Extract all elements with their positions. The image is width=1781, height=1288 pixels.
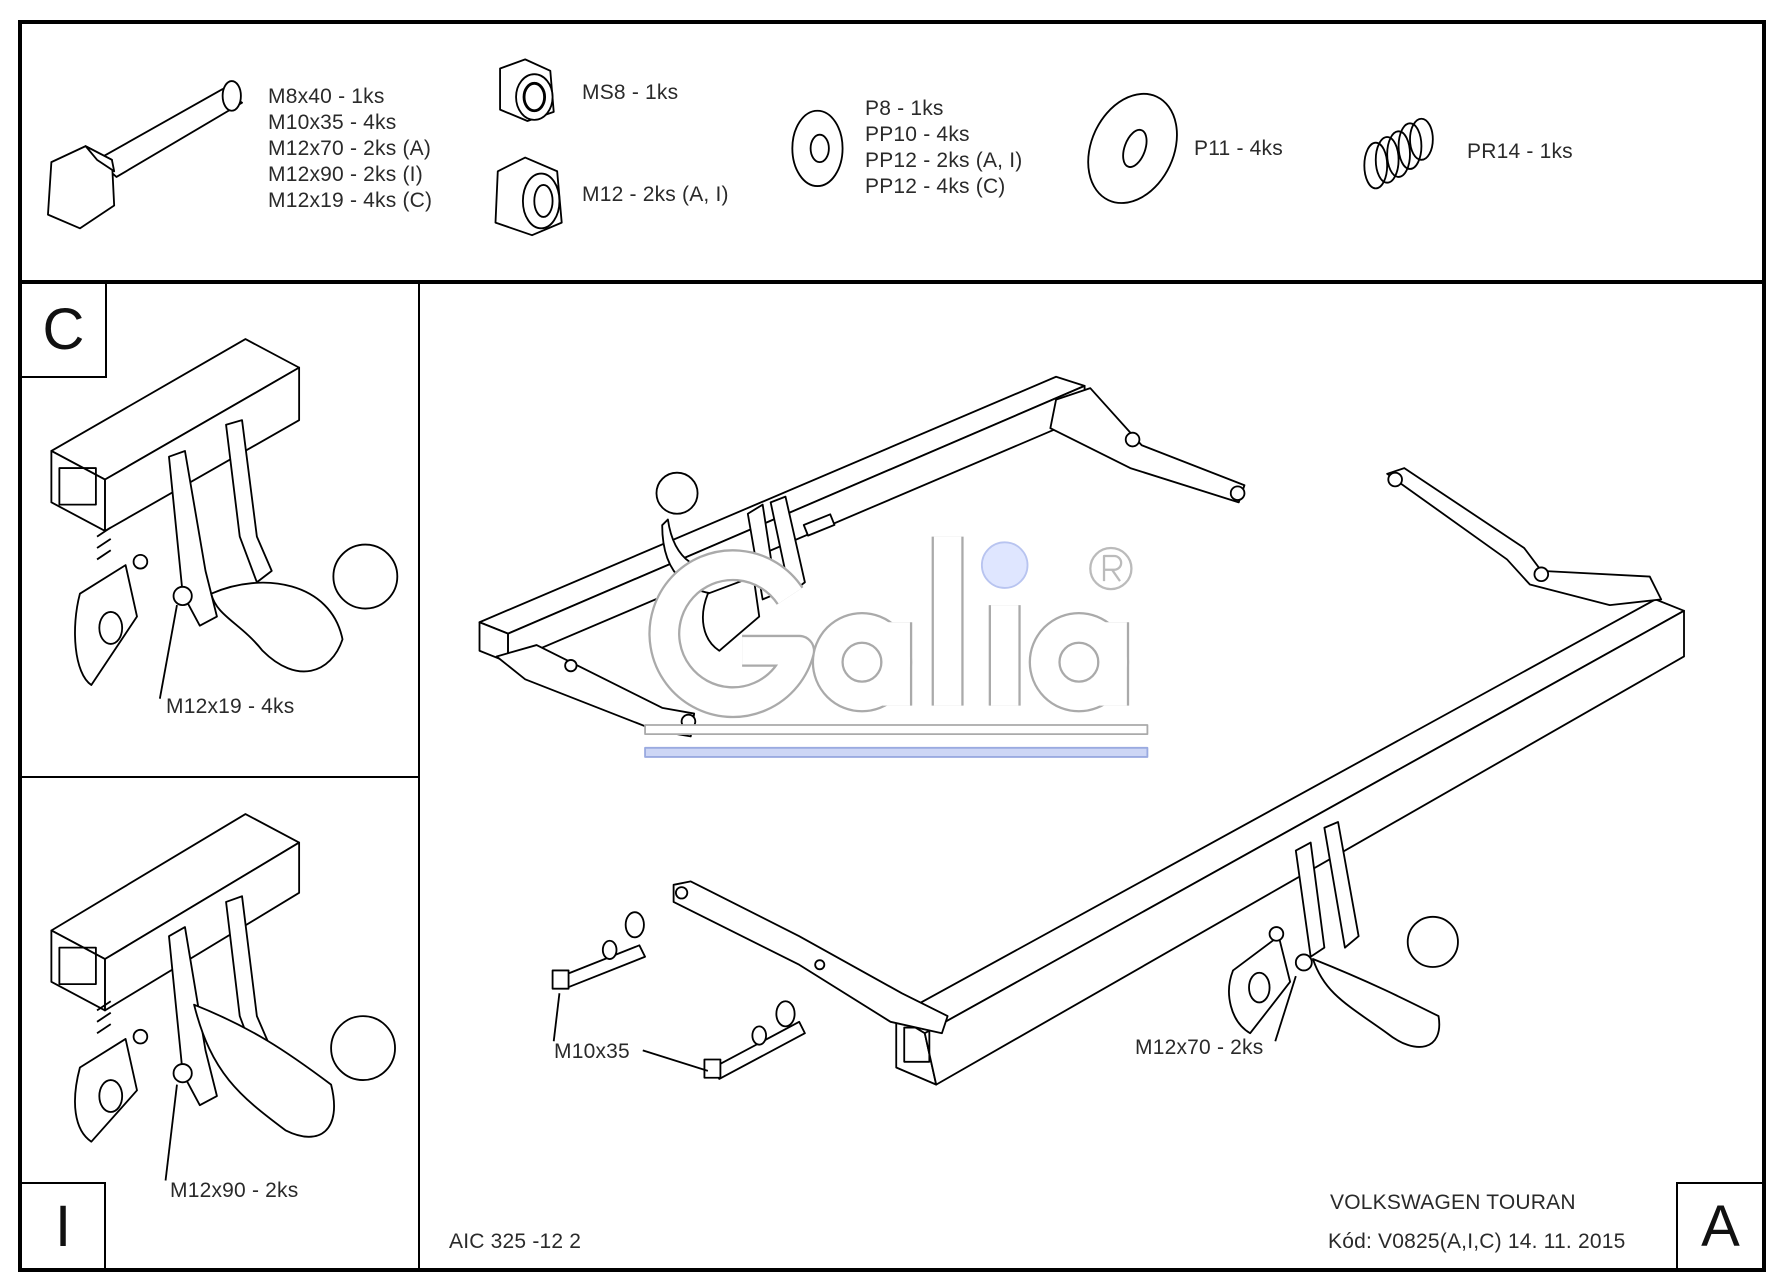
nut-ms8-icon: [499, 58, 555, 122]
callout-c: M12x19 - 4ks: [166, 695, 295, 718]
washer-item: PP10 - 4ks: [865, 123, 970, 146]
washer-p11-label: P11 - 4ks: [1194, 137, 1283, 160]
callout-a: M12x70 - 2ks: [1135, 1036, 1264, 1059]
bolt-list: M8x40 - 1ks M10x35 - 4ks M12x70 - 2ks (A…: [268, 84, 432, 214]
drawing-number: AIC 325 -12 2: [449, 1230, 582, 1253]
washer-p8-icon: [791, 109, 844, 188]
galia-logo: [644, 536, 1149, 758]
spring-label: PR14 - 1ks: [1467, 140, 1573, 163]
bolt-item: M12x90 - 2ks (I): [268, 163, 423, 186]
nut-m12-label: M12 - 2ks (A, I): [582, 183, 729, 206]
washer-item: P8 - 1ks: [865, 97, 944, 120]
variant-a-letter: A: [1701, 1194, 1740, 1259]
nut-m12-icon: [494, 156, 563, 237]
frame: [18, 20, 1766, 1272]
vehicle-name: VOLKSWAGEN TOURAN: [1330, 1191, 1576, 1214]
bolt-icon: [47, 80, 243, 230]
bolt-item: M12x70 - 2ks (A): [268, 137, 432, 160]
washer-item: PP12 - 4ks (C): [865, 175, 1006, 198]
washer-p11-icon: [1087, 92, 1178, 204]
detail-c-drawing: [50, 338, 399, 699]
variant-i-letter: I: [54, 1194, 72, 1259]
bolt-item: M12x19 - 4ks (C): [268, 189, 433, 212]
washer-list: P8 - 1ks PP10 - 4ks PP12 - 2ks (A, I) PP…: [865, 96, 1022, 200]
callout-i: M12x90 - 2ks: [170, 1179, 299, 1202]
bolt-item: M8x40 - 1ks: [268, 85, 385, 108]
callout-side-bolt: M10x35: [554, 1040, 630, 1063]
spring-icon: [1363, 117, 1434, 190]
nut-ms8-label: MS8 - 1ks: [582, 81, 679, 104]
washer-item: PP12 - 2ks (A, I): [865, 149, 1023, 172]
detail-i-drawing: [50, 813, 396, 1181]
variant-c-letter: C: [42, 297, 85, 362]
bolt-item: M10x35 - 4ks: [268, 111, 397, 134]
product-code: Kód: V0825(A,I,C) 14. 11. 2015: [1328, 1230, 1626, 1253]
registered-mark-icon: [1089, 546, 1133, 591]
